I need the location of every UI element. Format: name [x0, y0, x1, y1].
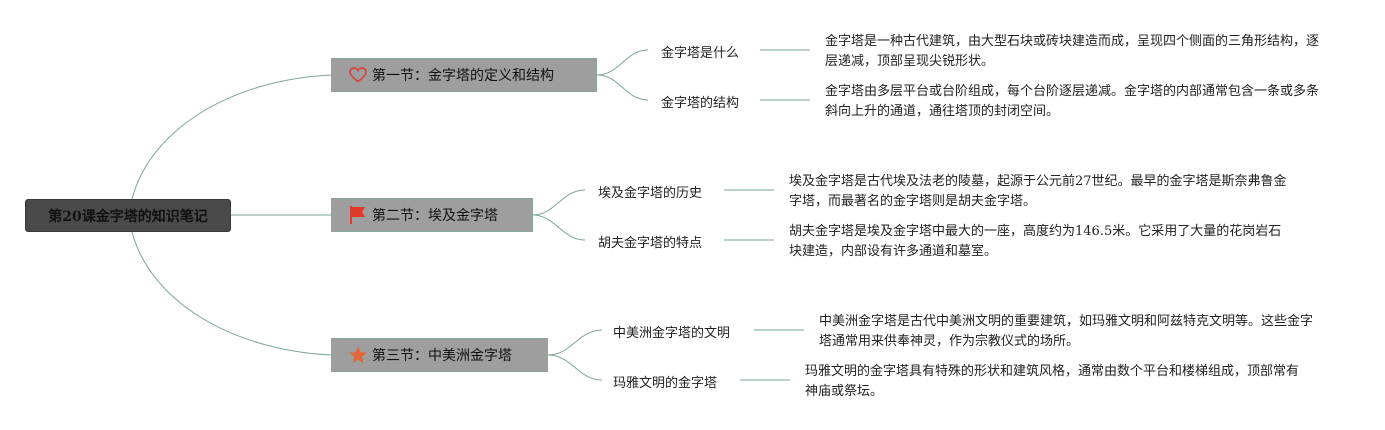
section-title: 第三节：中美洲金字塔 [372, 348, 512, 364]
section-title: 第二节：埃及金字塔 [372, 208, 498, 224]
heart-icon [348, 65, 368, 85]
connector-s2-t1 [532, 189, 586, 216]
connector-s1-t2 [596, 74, 649, 101]
star-icon [348, 345, 368, 365]
connector-s3-t1 [547, 329, 603, 356]
topic-node[interactable]: 埃及金字塔的历史 [598, 186, 703, 201]
topic-node[interactable]: 中美洲金字塔的文明 [613, 326, 731, 341]
section-node-2[interactable]: 第二节：埃及金字塔 [331, 198, 533, 232]
section-node-3[interactable]: 第三节：中美洲金字塔 [331, 338, 548, 372]
section-node-1[interactable]: 第一节：金字塔的定义和结构 [331, 58, 597, 92]
detail-note: 胡夫金字塔是埃及金字塔中最大的一座，高度约为146.5米。它采用了大量的花岗岩石… [789, 224, 1282, 259]
section-title: 第一节：金字塔的定义和结构 [372, 68, 554, 84]
detail-note: 玛雅文明的金字塔具有特殊的形状和建筑风格，通常由数个平台和楼梯组成，顶部常有神庙… [805, 364, 1300, 399]
connector-root-section-3 [131, 231, 332, 356]
detail-note: 金字塔是一种古代建筑，由大型石块或砖块建造而成，呈现四个侧面的三角形结构，逐层递… [825, 34, 1320, 69]
flag-icon [348, 205, 368, 225]
detail-note: 中美洲金字塔是古代中美洲文明的重要建筑，如玛雅文明和阿兹特克文明等。这些金字塔通… [819, 314, 1314, 349]
detail-note: 金字塔由多层平台或台阶组成，每个台阶逐层递减。金字塔的内部通常包含一条或多条斜向… [825, 84, 1320, 119]
topic-node[interactable]: 金字塔是什么 [661, 46, 740, 61]
detail-note: 埃及金字塔是古代埃及法老的陵墓，起源于公元前27世纪。最早的金字塔是斯奈弗鲁金字… [789, 174, 1287, 209]
root-node[interactable]: 第20课金字塔的知识笔记 [25, 199, 231, 232]
connector-root-section-1 [131, 74, 332, 200]
connector-s3-t2 [547, 354, 603, 381]
connector-s2-t2 [532, 214, 586, 241]
topic-node[interactable]: 胡夫金字塔的特点 [598, 236, 703, 251]
topic-node[interactable]: 玛雅文明的金字塔 [613, 376, 718, 391]
connector-s1-t1 [596, 49, 649, 76]
root-title: 第20课金字塔的知识笔记 [48, 208, 208, 225]
topic-node[interactable]: 金字塔的结构 [661, 96, 740, 111]
